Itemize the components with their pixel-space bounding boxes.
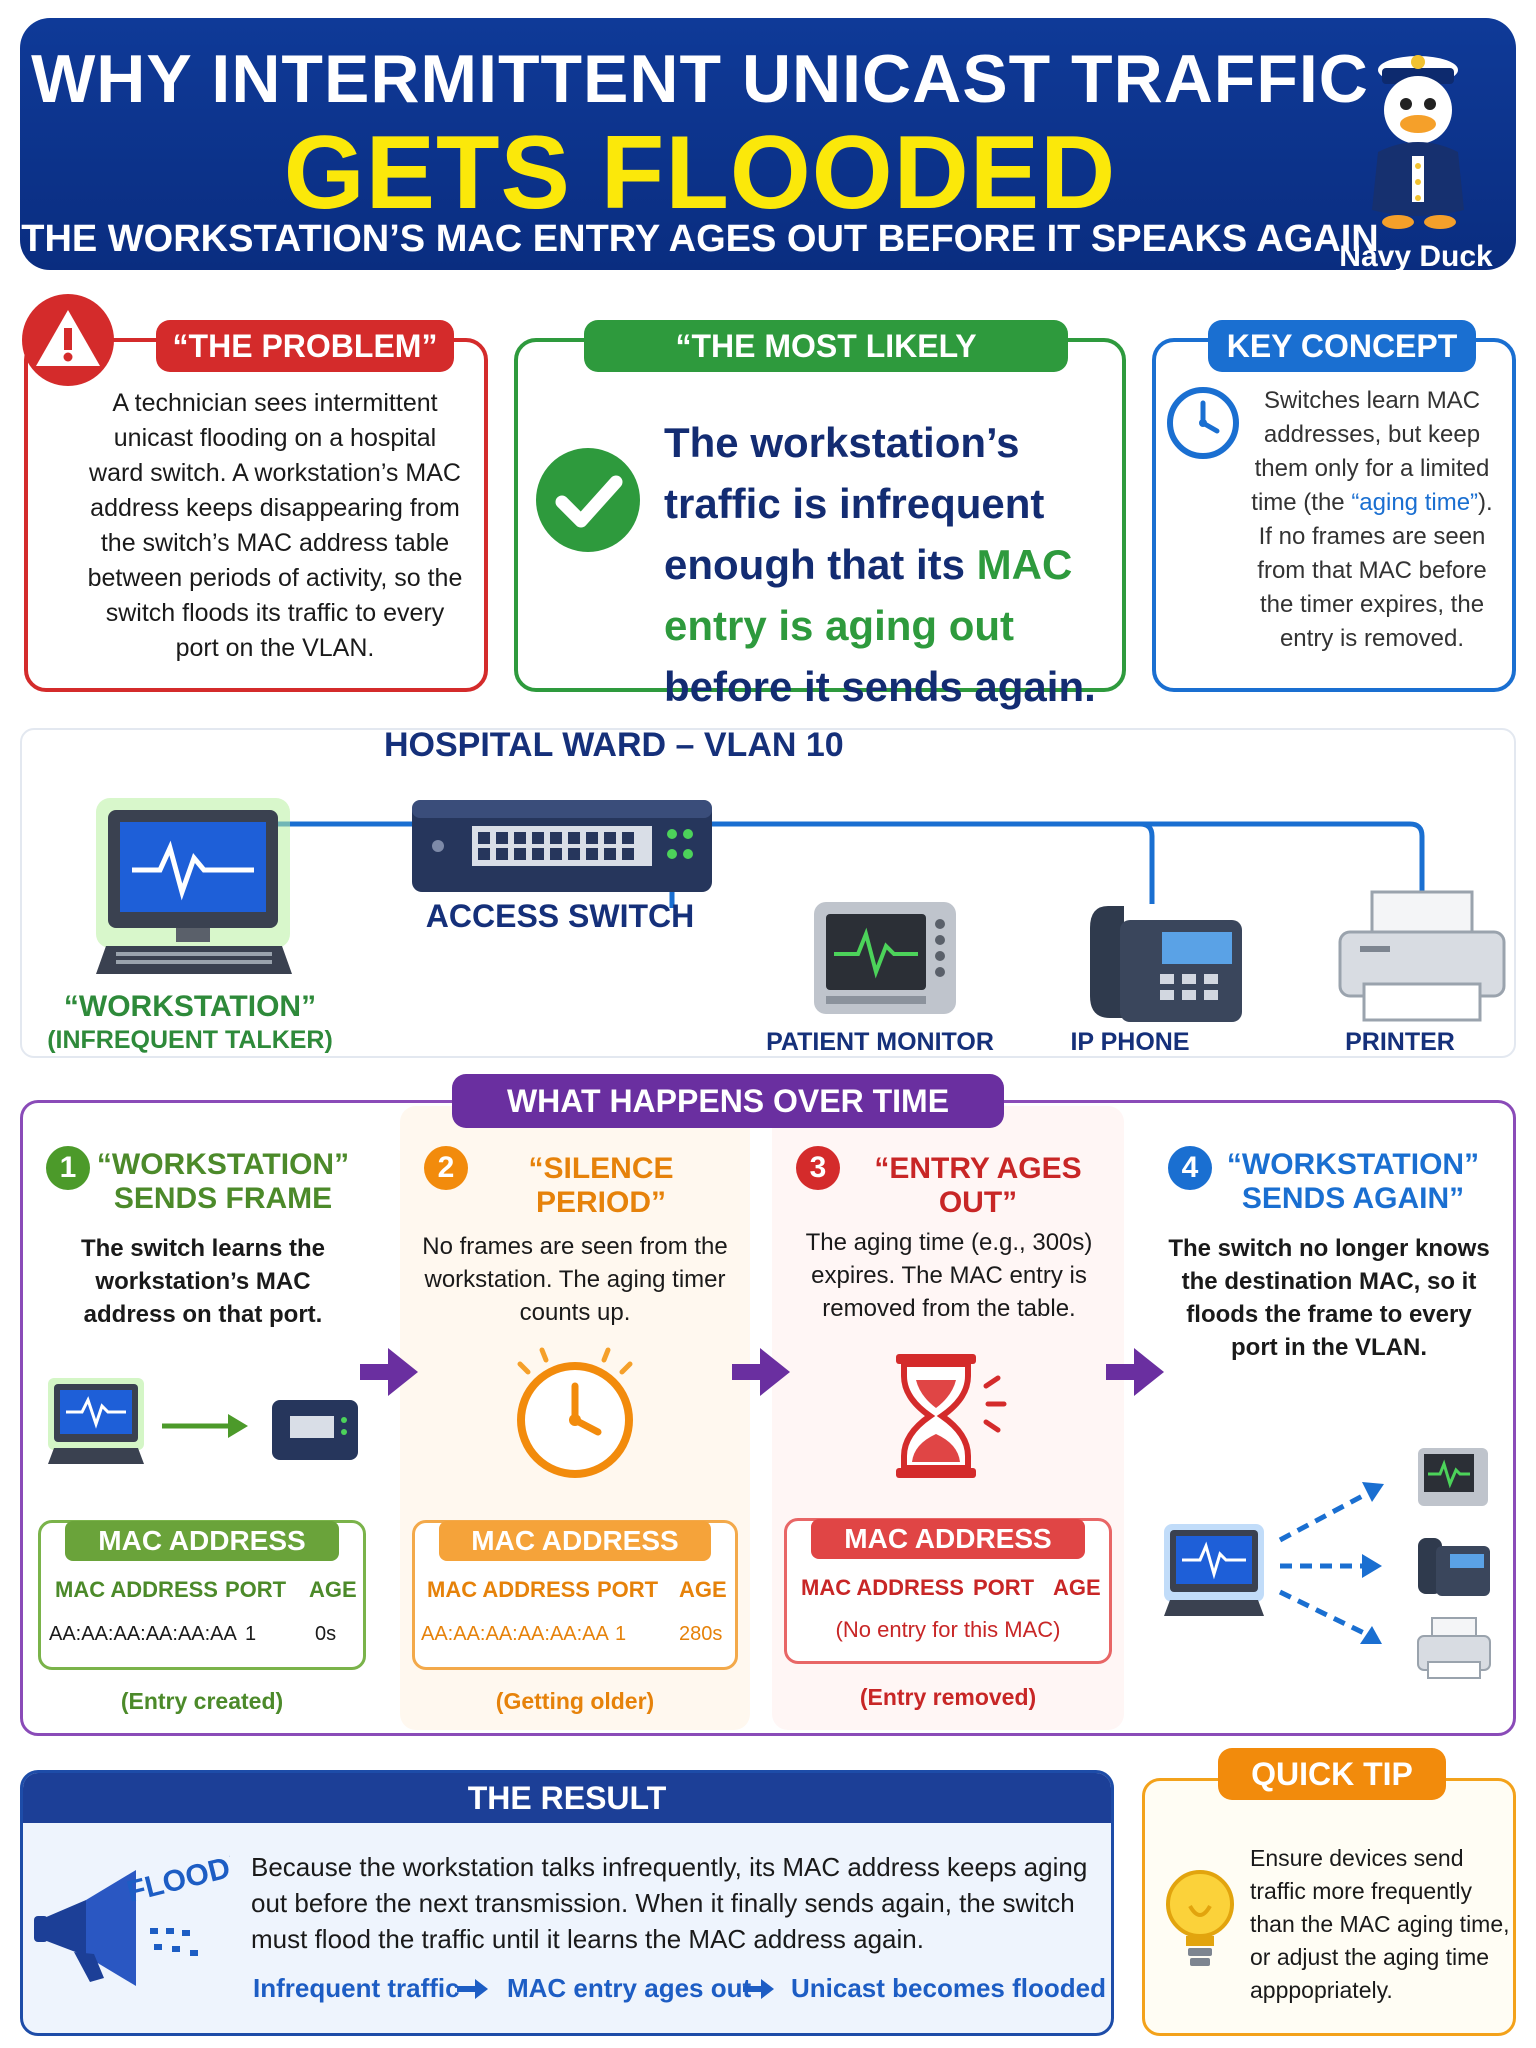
mascot-name: Navy Duck — [1339, 240, 1493, 273]
problem-panel: “THE PROBLEM” A technician sees intermit… — [22, 294, 488, 692]
clock-icon — [1167, 387, 1239, 459]
workstation-icon — [96, 798, 292, 974]
printer-icon — [1338, 890, 1506, 1022]
result-title: THE RESULT — [23, 1773, 1111, 1823]
duck-mascot-icon — [1372, 55, 1464, 229]
clock-icon — [517, 1347, 633, 1478]
result-text: Because the workstation talks infrequent… — [251, 1852, 1088, 1954]
step-description: The switch no longer knows the destinati… — [1168, 1235, 1490, 1361]
step-title: “ENTRY AGES OUT” — [874, 1152, 1082, 1219]
problem-text: A technician sees intermittent unicast f… — [87, 389, 463, 662]
warning-icon — [22, 294, 114, 386]
network-diagram — [96, 798, 1506, 1022]
lightbulb-icon — [1166, 1870, 1234, 1966]
workstation-to-switch-icon — [48, 1378, 358, 1464]
step-note: (Entry removed) — [859, 1684, 1037, 1710]
key-concept-text: Switches learn MAC addresses, but keep t… — [1251, 387, 1493, 652]
arrow-right-icon — [732, 1348, 790, 1396]
explanation-panel: “THE MOST LIKELY EXPLANATION The worksta… — [514, 320, 1126, 710]
step-title: “SILENCE PERIOD” — [528, 1152, 674, 1219]
step-note: (Getting older) — [495, 1688, 655, 1714]
printer-label: PRINTER — [1345, 1028, 1455, 1056]
flow-step-3: Unicast becomes flooded — [791, 1973, 1106, 2003]
title-line1: WHY INTERMITTENT UNICAST TRAFFIC — [31, 41, 1369, 117]
megaphone-icon: FLOOD! — [34, 1849, 230, 1986]
table-title: MAC ADDRESS TABLE — [65, 1521, 339, 1596]
step-description: The aging time (e.g., 300s) expires. The… — [805, 1229, 1093, 1322]
subtitle: THE WORKSTATION’S MAC ENTRY AGES OUT BEF… — [21, 218, 1379, 260]
step-title: “WORKSTATION”SENDS FRAME — [96, 1148, 350, 1215]
flow-step-1: Infrequent traffic — [253, 1973, 460, 2003]
flow-step-2: MAC entry ages out — [507, 1973, 752, 2003]
step-4-card: 4 “WORKSTATION”SENDS AGAIN” The switch n… — [1148, 1106, 1510, 1730]
step-title: “WORKSTATION”SENDS AGAIN” — [1226, 1148, 1480, 1215]
check-icon — [536, 448, 640, 552]
flow-arrow-icon — [457, 1979, 488, 1999]
patient-monitor-icon — [1418, 1448, 1488, 1506]
step-note: (Entry created) — [120, 1688, 284, 1714]
table-title: MAC ADDRESS TABLE — [811, 1519, 1085, 1594]
flow-arrow-icon — [743, 1979, 774, 1999]
explanation-highlight: MAC entry is aging out — [664, 541, 1073, 649]
workstation-label: “WORKSTATION” — [63, 990, 317, 1023]
step-3-card: 3 “ENTRY AGES OUT” The aging time (e.g.,… — [772, 1106, 1124, 1730]
table-title: MAC ADDRESS TABLE — [439, 1521, 711, 1596]
explanation-text: The workstation’s traffic is infrequent … — [664, 419, 1096, 710]
ip-phone-label: IP PHONE — [1070, 1028, 1190, 1056]
flood-label: FLOOD! — [124, 1849, 230, 1909]
step-description: The switch learns the workstation’s MAC … — [80, 1235, 326, 1328]
timeline-tag: WHAT HAPPENS OVER TIME — [452, 1074, 1004, 1128]
arrow-right-icon — [1106, 1348, 1164, 1396]
key-concept-panel: KEY CONCEPT Switches learn MAC addresses… — [1152, 320, 1516, 692]
hourglass-icon — [896, 1354, 1007, 1478]
step-2-card: 2 “SILENCE PERIOD” No frames are seen fr… — [400, 1106, 750, 1730]
tip-title: QUICK TIP — [1218, 1748, 1446, 1800]
header-banner: WHY INTERMITTENT UNICAST TRAFFIC GETS FL… — [20, 18, 1516, 273]
result-panel: THE RESULT Because the workstation talks… — [20, 1770, 1114, 2036]
step-number: 3 — [796, 1146, 840, 1190]
step-number: 2 — [424, 1146, 468, 1190]
ip-phone-icon — [1090, 906, 1242, 1022]
title-line2: GETS FLOODED — [283, 115, 1117, 231]
workstation-icon — [1164, 1524, 1264, 1616]
step-description: No frames are seen from the workstation.… — [422, 1233, 728, 1326]
patient-monitor-label: PATIENT MONITOR — [766, 1028, 994, 1056]
key-concept-highlight: “aging time” — [1351, 489, 1479, 516]
printer-icon — [1417, 1617, 1491, 1679]
arrow-right-icon — [360, 1348, 418, 1396]
step-number: 1 — [46, 1146, 90, 1190]
switch-label: ACCESS SWITCH — [425, 898, 695, 934]
step-number: 4 — [1168, 1146, 1212, 1190]
network-title: HOSPITAL WARD – VLAN 10 — [384, 726, 844, 764]
step-1-card: 1 “WORKSTATION”SENDS FRAME The switch le… — [28, 1106, 376, 1730]
explanation-tag: “THE MOST LIKELY EXPLANATION — [584, 320, 1068, 416]
problem-tag: “THE PROBLEM” — [156, 320, 454, 372]
patient-monitor-icon — [814, 902, 956, 1014]
flood-diagram — [1164, 1448, 1491, 1679]
key-concept-tag: KEY CONCEPT — [1208, 320, 1476, 372]
tip-text: Ensure devices send traffic more frequen… — [1250, 1845, 1510, 2003]
switch-icon — [412, 800, 712, 892]
ip-phone-icon — [1418, 1538, 1490, 1596]
workstation-sublabel: (INFREQUENT TALKER) — [47, 1026, 333, 1054]
